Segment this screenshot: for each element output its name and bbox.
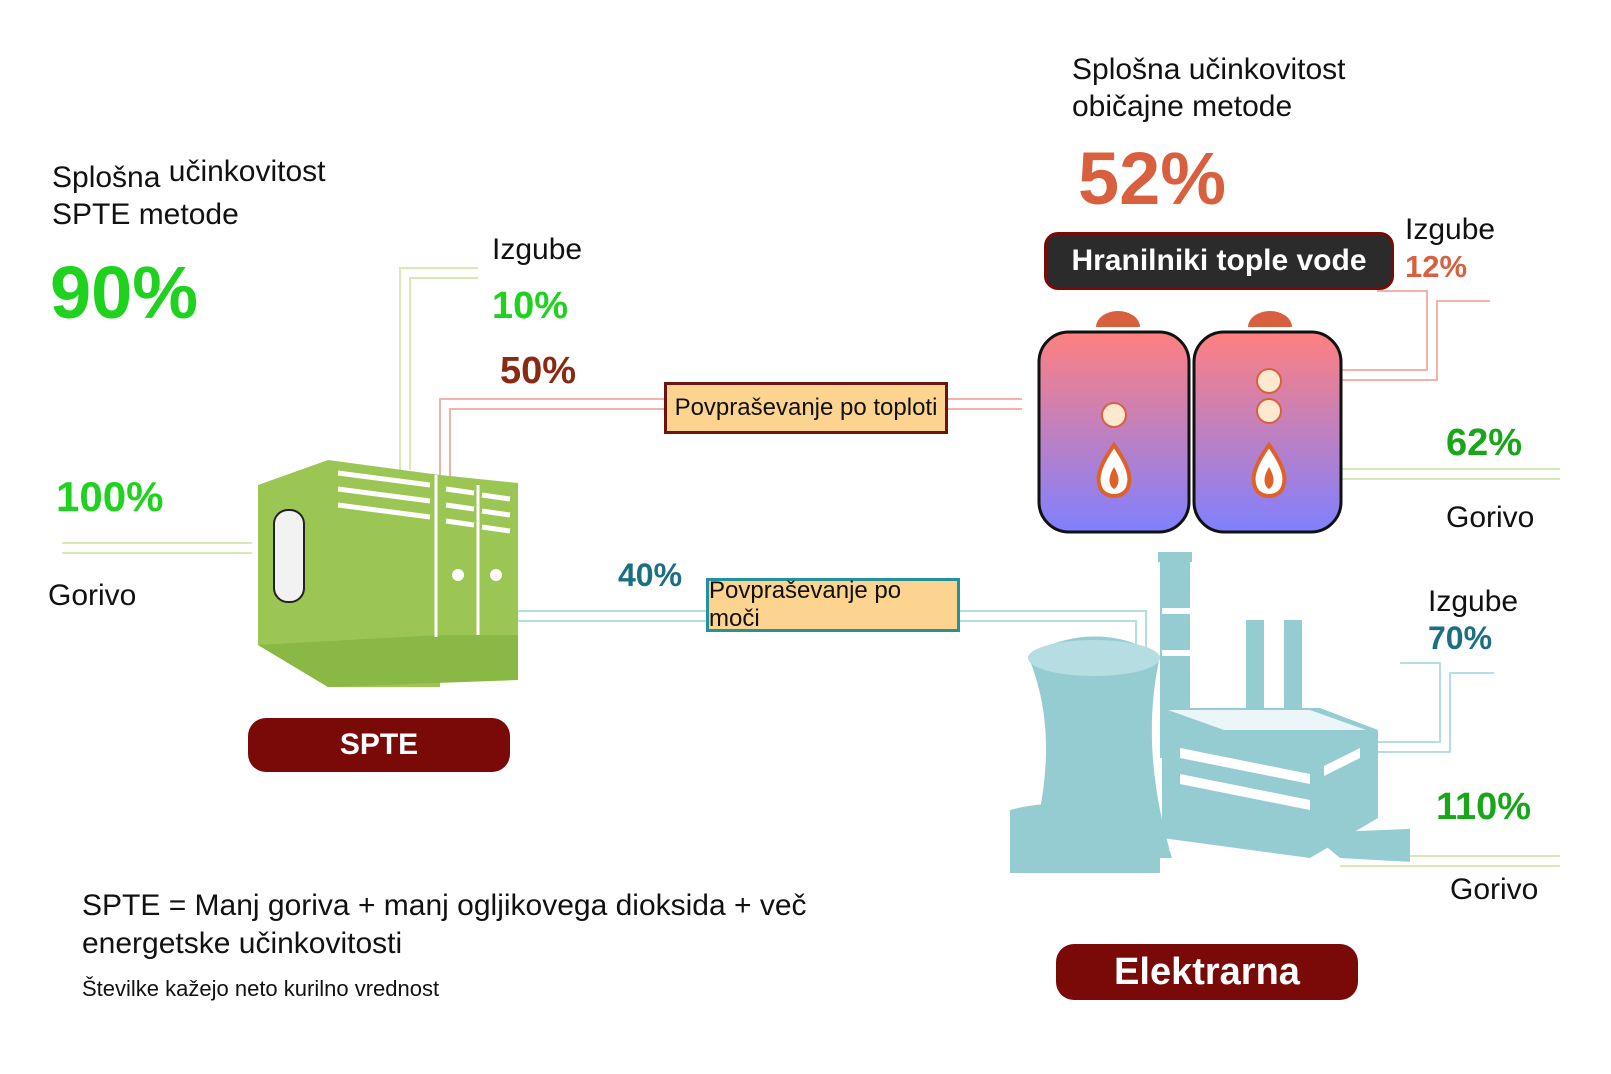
chp-efficiency-label-word1: Splošna	[52, 161, 161, 194]
chp-losses-line	[399, 267, 478, 470]
footnote: Številke kažejo neto kurilno vrednost	[82, 976, 440, 1001]
chp-equation-line1: SPTE = Manj goriva + manj ogljikovega di…	[82, 889, 807, 922]
chp-fuel-label: Gorivo	[48, 579, 137, 612]
chp-unit-icon	[258, 460, 518, 687]
chp-fuel-line	[62, 542, 252, 554]
water-heaters-icon	[1037, 311, 1343, 534]
power-plant-name-label: Elektrarna	[1056, 944, 1358, 1000]
chp-losses-label: Izgube	[492, 233, 583, 266]
boilers-label: Hranilniki tople vode	[1044, 232, 1394, 290]
conventional-efficiency-value: 52%	[1078, 137, 1227, 220]
boiler-losses-line	[1336, 290, 1490, 381]
heat-line	[439, 398, 1022, 478]
chp-efficiency-label-word2: učinkovitost	[168, 155, 326, 188]
chp-losses-value: 10%	[492, 285, 569, 327]
plant-fuel-label: Gorivo	[1450, 873, 1539, 906]
conventional-efficiency-label-line1: Splošna učinkovitost	[1072, 53, 1346, 86]
plant-losses-value: 70%	[1428, 620, 1493, 656]
boiler-losses-value: 12%	[1405, 249, 1468, 284]
chp-equation-line2: energetske učinkovitosti	[82, 927, 403, 960]
conventional-efficiency-label-line2: običajne metode	[1072, 90, 1293, 123]
chp-power-share: 40%	[618, 557, 683, 593]
power-demand-box: Povpraševanje po moči	[706, 577, 960, 632]
chp-fuel-value: 100%	[56, 473, 164, 520]
power-plant-icon	[1010, 552, 1410, 873]
boiler-fuel-value: 62%	[1446, 422, 1523, 464]
plant-losses-line	[1370, 662, 1494, 753]
plant-losses-label: Izgube	[1428, 585, 1519, 618]
heat-demand-box: Povpraševanje po toploti	[664, 382, 948, 434]
boiler-fuel-line	[1336, 468, 1560, 480]
chp-heat-share: 50%	[500, 350, 577, 392]
chp-efficiency-value: 90%	[50, 251, 199, 334]
chp-efficiency-label: Splošna učinkovitost	[52, 155, 326, 196]
chp-efficiency-label-line2: SPTE metode	[52, 198, 239, 231]
boiler-losses-label: Izgube	[1405, 213, 1496, 246]
plant-fuel-value: 110%	[1436, 786, 1532, 828]
boiler-fuel-label: Gorivo	[1446, 501, 1535, 534]
chp-name-label: SPTE	[248, 718, 510, 772]
